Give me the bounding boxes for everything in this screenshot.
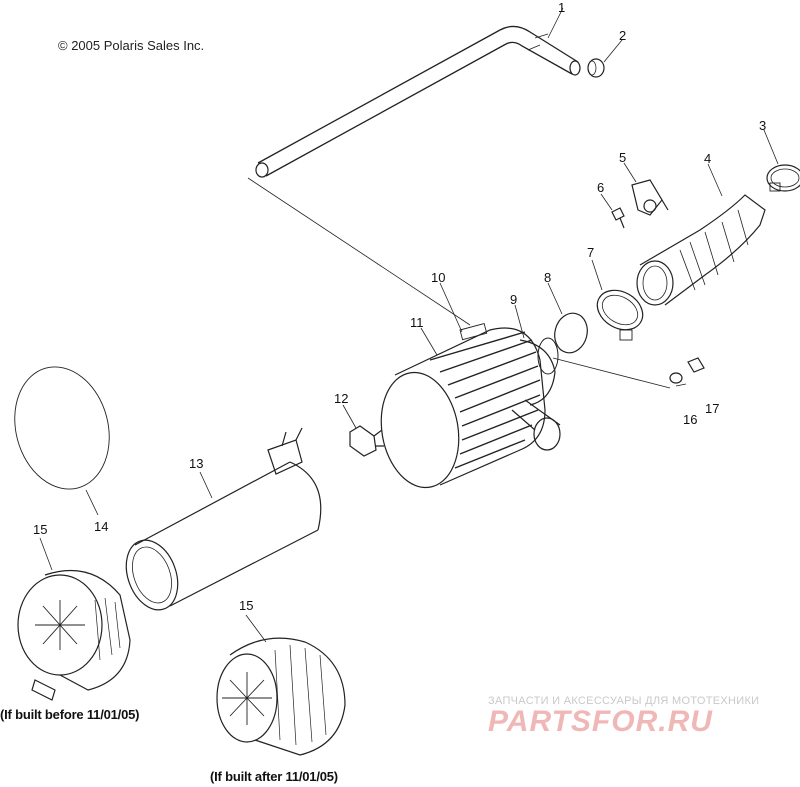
- callout-13: 13: [189, 456, 204, 471]
- callout-3: 3: [759, 118, 767, 133]
- part-4-intake-duct: [636, 194, 766, 306]
- callout-8: 8: [544, 270, 552, 285]
- copyright-text: © 2005 Polaris Sales Inc.: [58, 38, 205, 53]
- part-16-plug: [669, 372, 683, 384]
- part-12-wing-nut: [349, 425, 384, 457]
- callout-9: 9: [510, 292, 518, 307]
- callout-17: 17: [705, 401, 720, 416]
- callout-4: 4: [704, 151, 712, 166]
- part-3-clamp: [766, 164, 800, 192]
- callout-12: 12: [334, 391, 349, 406]
- callout-2: 2: [619, 28, 627, 43]
- callout-16: 16: [683, 412, 698, 427]
- part-6-screw: [611, 207, 625, 229]
- callout-7: 7: [587, 245, 595, 260]
- callout-10: 10: [431, 270, 446, 285]
- part-15-cover-after: [216, 637, 346, 756]
- part-2-cap: [587, 58, 605, 78]
- part-17-plug: [687, 357, 705, 373]
- part-8-gasket: [554, 312, 588, 354]
- callout-15-before: 15: [33, 522, 48, 537]
- part-10-air-box-housing: [380, 322, 561, 489]
- caption-built-after: (If built after 11/01/05): [210, 769, 338, 784]
- part-13-filter-element: [125, 427, 322, 611]
- part-5-sensor: [631, 179, 669, 216]
- callout-14: 14: [94, 519, 109, 534]
- watermark-logo: PARTSFOR.RU: [488, 705, 713, 738]
- caption-built-before: (If built before 11/01/05): [0, 707, 140, 722]
- part-7-clamp: [596, 289, 644, 341]
- callout-5: 5: [619, 150, 627, 165]
- callout-1: 1: [558, 0, 566, 15]
- watermark-tagline: ЗАПЧАСТИ И АКСЕССУАРЫ ДЛЯ МОТОТЕХНИКИ: [488, 695, 760, 707]
- part-14-seal-ring: [14, 366, 110, 490]
- part-15-cover-before: [17, 569, 131, 701]
- callout-6: 6: [597, 180, 605, 195]
- part-1-breather-hose: [255, 25, 581, 178]
- callout-11: 11: [410, 315, 424, 330]
- callout-15-after: 15: [239, 598, 254, 613]
